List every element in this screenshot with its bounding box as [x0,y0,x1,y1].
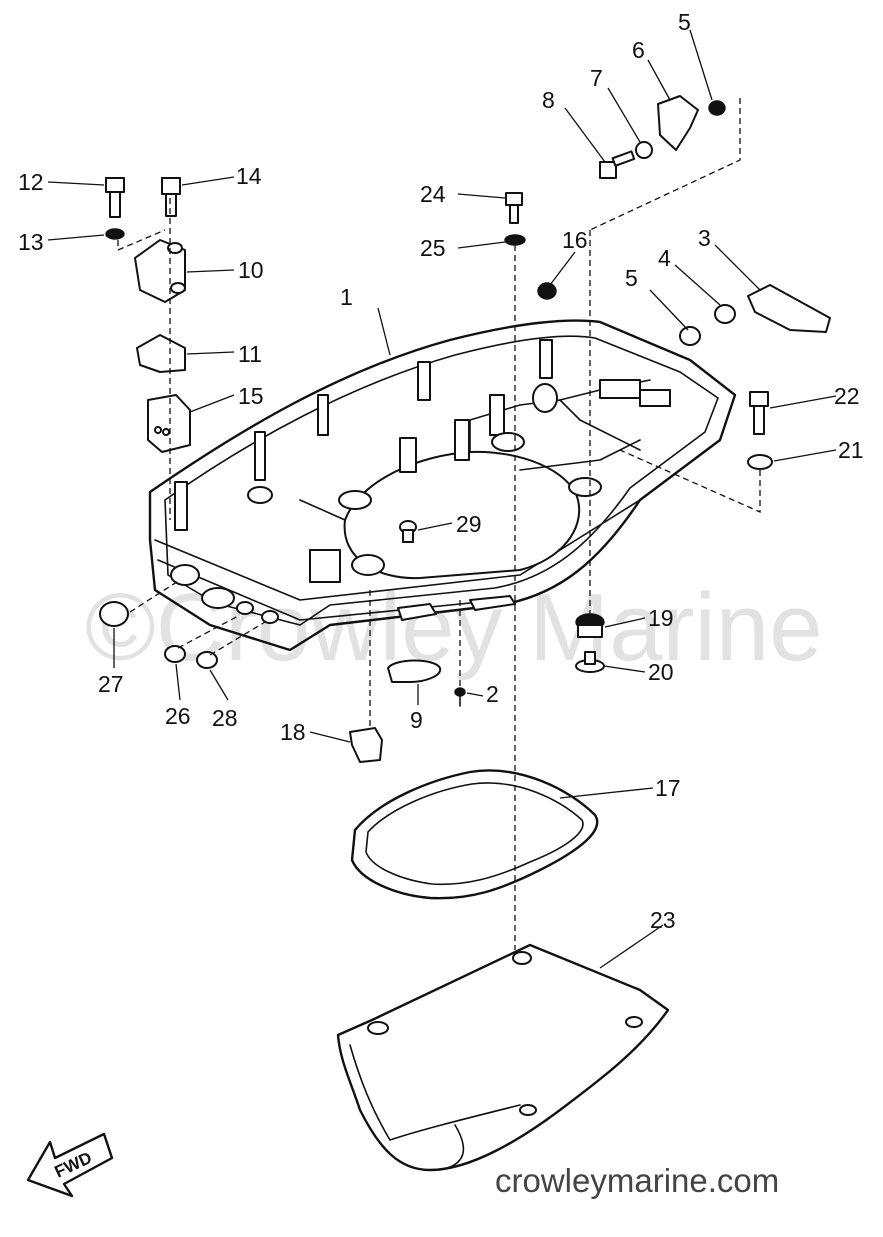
block-15 [147,394,191,453]
callout-labels: 1 2 3 4 5 5 6 7 8 9 10 11 12 13 14 15 16… [18,9,864,933]
callout-7: 7 [590,65,603,91]
plug-29 [399,520,417,543]
footer-url: crowleymarine.com [495,1162,779,1199]
plug-28 [196,651,218,669]
callout-19: 19 [648,605,674,631]
bolt-14 [161,177,181,217]
bolt-12 [105,177,125,218]
nut-5-middle [679,326,701,346]
callout-23: 23 [650,907,676,933]
bracket-11 [136,334,186,373]
lower-cover-23 [336,943,670,1172]
callout-4: 4 [658,245,671,271]
callout-16: 16 [562,227,588,253]
callout-18: 18 [280,719,306,745]
nut-16 [537,282,557,300]
callout-29: 29 [456,511,482,537]
lever-6 [657,95,699,151]
callout-25: 25 [420,235,446,261]
bottom-cowling [148,319,737,652]
nut-5-top [708,100,726,116]
cap-27 [99,601,129,627]
leader-lines [47,29,837,969]
lever-3 [747,284,831,333]
callout-12: 12 [18,169,44,195]
callout-5-middle: 5 [625,265,638,291]
callout-21: 21 [838,437,864,463]
bolt-22 [749,391,769,435]
callout-2: 2 [486,681,499,707]
callout-26: 26 [165,703,191,729]
callout-6: 6 [632,37,645,63]
plug-26 [164,645,186,663]
callout-5-top: 5 [678,9,691,35]
washer-25 [504,234,526,246]
callout-28: 28 [212,705,238,731]
callout-15: 15 [238,383,264,409]
gasket-17 [350,769,599,900]
nut-4 [714,304,736,324]
callout-8: 8 [542,87,555,113]
callout-17: 17 [655,775,681,801]
washer-13 [105,228,125,240]
callout-24: 24 [420,181,446,207]
callout-1: 1 [340,284,353,310]
callout-27: 27 [98,671,124,697]
callout-3: 3 [698,225,711,251]
watermark-text: ©Crowley Marine [85,574,823,681]
bolt-8 [599,150,636,179]
grommet-18 [349,727,383,763]
callout-11: 11 [238,341,262,367]
bracket-10 [134,239,186,303]
bolt-24 [505,192,523,224]
fwd-label: FWD [52,1148,95,1182]
fwd-arrow-icon: FWD [26,1132,114,1198]
callout-9: 9 [410,707,423,733]
washer-21 [747,454,773,470]
grommet-19 [575,613,605,638]
callout-13: 13 [18,229,44,255]
callout-14: 14 [236,163,262,189]
callout-22: 22 [834,383,860,409]
callout-10: 10 [238,257,264,283]
callout-20: 20 [648,659,674,685]
washer-7 [635,141,653,159]
seal-9 [387,659,442,683]
screw-2 [454,687,466,707]
